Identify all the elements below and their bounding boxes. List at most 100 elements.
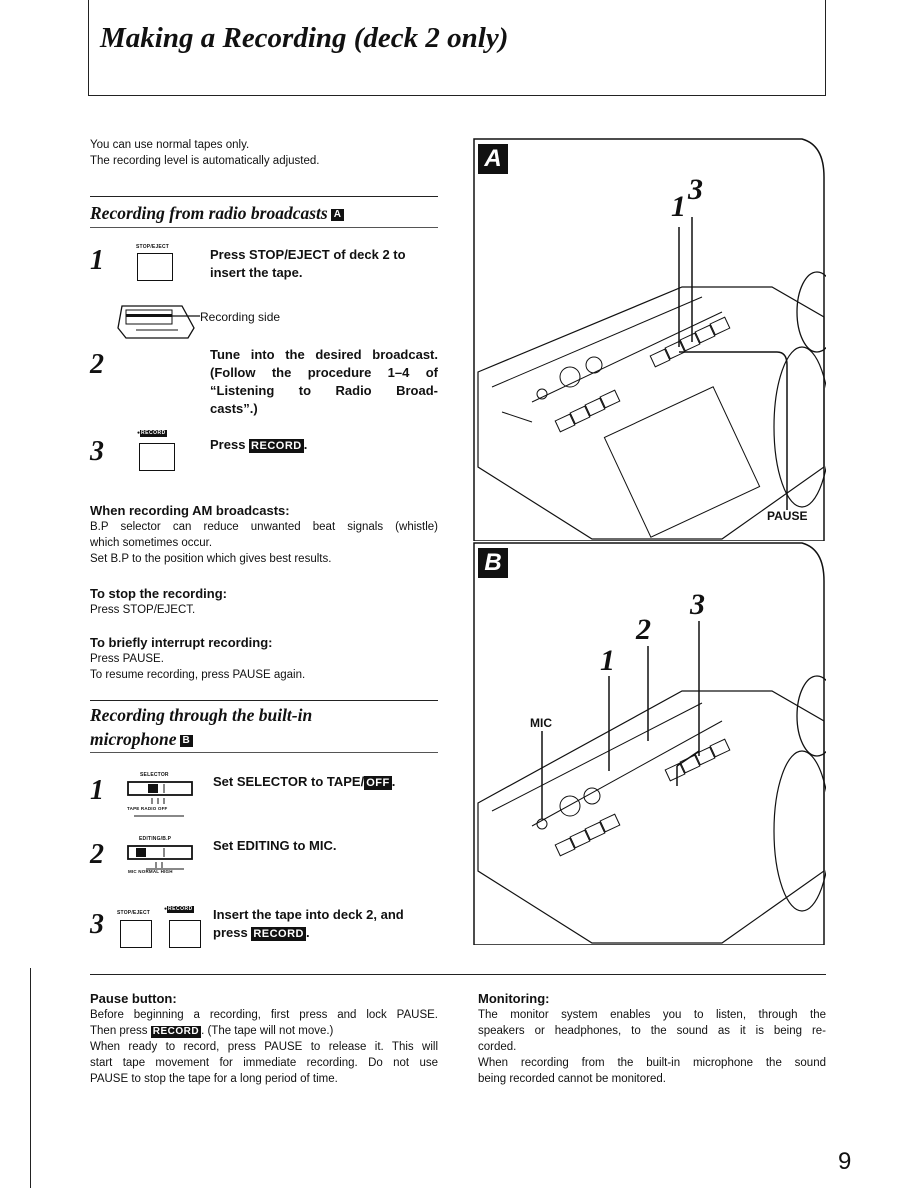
switch-label: EDITING/B.P — [139, 836, 172, 842]
step-text: Set SELECTOR to TAPE/OFF. — [213, 773, 395, 791]
record-key-label: RECORD — [251, 927, 306, 941]
note-line: When recording from the built-in microph… — [478, 1057, 826, 1069]
step-line: (Follow the procedure 1–4 of — [210, 365, 438, 380]
step-text-prefix: Press — [210, 437, 246, 452]
section-rule — [90, 227, 438, 228]
record-button[interactable] — [139, 443, 175, 471]
stop-eject-button[interactable] — [120, 920, 152, 948]
note-line: start tape movement for immediate record… — [90, 1057, 438, 1069]
note-line: PAUSE to stop the tape for a long period… — [90, 1073, 338, 1085]
step-text-suffix: . — [303, 437, 308, 452]
am-note: When recording AM broadcasts: B.P select… — [90, 502, 438, 567]
section-heading-text: microphone — [90, 729, 177, 749]
note-line: Press PAUSE. — [90, 653, 164, 665]
step-text-prefix: Set SELECTOR to TAPE/ — [213, 774, 365, 789]
switch-label: SELECTOR — [140, 772, 169, 778]
step-number: 3 — [90, 436, 104, 467]
monitoring-note: Monitoring: The monitor system enables y… — [478, 990, 826, 1087]
section-rule — [90, 700, 438, 701]
margin-rule — [30, 968, 31, 1188]
pause-label: PAUSE — [767, 509, 808, 523]
callout-number: 3 — [690, 588, 705, 621]
step-text: Set EDITING to MIC. — [213, 838, 337, 853]
figure-b-illustration — [473, 542, 826, 945]
note-heading: Pause button: — [90, 991, 177, 1006]
step-text-suffix: . — [306, 925, 310, 940]
step-text: Press STOP/EJECT of deck 2 to insert the… — [210, 246, 406, 282]
button-label: ●RECORD — [137, 430, 167, 437]
note-heading: Monitoring: — [478, 991, 550, 1006]
record-key-label: RECORD — [249, 439, 304, 453]
figure-b-label: B — [478, 548, 508, 578]
cassette-icon — [117, 305, 200, 339]
intro-line: The recording level is automatically adj… — [90, 155, 320, 167]
figure-badge: A — [330, 209, 344, 221]
section-heading-text: Recording from radio broadcasts — [90, 203, 328, 223]
note-line: When ready to record, press PAUSE to rel… — [90, 1041, 438, 1053]
editing-switch[interactable] — [126, 844, 196, 874]
intro: You can use normal tapes only. The recor… — [90, 137, 319, 169]
note-line: Before beginning a recording, first pres… — [90, 1009, 438, 1021]
step-number: 2 — [90, 349, 104, 380]
selector-switch[interactable] — [126, 780, 196, 820]
page-number: 9 — [838, 1148, 852, 1175]
step-text: Press RECORD. — [210, 436, 307, 454]
step-text-suffix: . — [391, 774, 396, 789]
note-line: Press STOP/EJECT. — [90, 604, 196, 616]
switch-positions: MIC NORMAL HIGH — [128, 869, 173, 874]
figure-a-label: A — [478, 144, 508, 174]
note-line: The monitor system enables you to listen… — [478, 1009, 826, 1021]
note-line: speakers or headphones, to the sound as … — [478, 1025, 826, 1037]
note-line: B.P selector can reduce unwanted beat si… — [90, 521, 438, 533]
record-button[interactable] — [169, 920, 201, 948]
step-line: Insert the tape into deck 2, and — [213, 907, 404, 922]
section-heading-text: Recording through the built-in — [90, 705, 313, 725]
note-line: To resume recording, press PAUSE again. — [90, 669, 306, 681]
step-number: 1 — [90, 775, 104, 806]
callout-number: 1 — [600, 644, 615, 677]
note-text: Then press — [90, 1025, 148, 1037]
step-number: 3 — [90, 909, 104, 940]
intro-line: You can use normal tapes only. — [90, 139, 250, 151]
note-heading: To briefly interrupt recording: — [90, 635, 273, 650]
note-heading: To stop the recording: — [90, 586, 227, 601]
step-line: insert the tape. — [210, 265, 303, 280]
mic-label: MIC — [530, 716, 552, 730]
step-text-prefix: press — [213, 925, 248, 940]
interrupt-note: To briefly interrupt recording: Press PA… — [90, 634, 305, 683]
section-rule — [90, 196, 438, 197]
stop-eject-button[interactable] — [137, 253, 173, 281]
note-text: . (The tape will not move.) — [201, 1025, 334, 1037]
switch-positions: TAPE RADIO OFF — [127, 806, 168, 811]
button-label: STOP/EJECT — [117, 910, 151, 916]
title-box — [88, 0, 826, 96]
section-heading-mic: Recording through the built-in microphon… — [90, 703, 312, 751]
step-text: Tune into the desired broadcast. (Follow… — [210, 346, 438, 418]
step-line: “Listening to Radio Broad- — [210, 383, 438, 398]
step-text: Insert the tape into deck 2, and press R… — [213, 906, 404, 942]
section-rule — [90, 974, 826, 975]
button-label: STOP/EJECT — [136, 244, 170, 250]
button-label: ●RECORD — [164, 906, 194, 913]
figure-badge: B — [179, 735, 193, 747]
section-rule — [90, 752, 438, 753]
callout-number: 3 — [688, 173, 703, 206]
off-key-label: OFF — [364, 776, 392, 790]
step-number: 2 — [90, 839, 104, 870]
page-title: Making a Recording (deck 2 only) — [100, 22, 509, 54]
recording-side-label: Recording side — [200, 310, 281, 324]
note-line: corded. — [478, 1041, 517, 1053]
note-line: which sometimes occur. — [90, 537, 213, 549]
stop-note: To stop the recording: Press STOP/EJECT. — [90, 585, 227, 618]
callout-number: 1 — [671, 190, 686, 223]
step-line: casts”.) — [210, 401, 258, 416]
note-heading: When recording AM broadcasts: — [90, 503, 290, 518]
figure-a-illustration — [473, 138, 826, 541]
step-line: Press STOP/EJECT of deck 2 to — [210, 247, 406, 262]
note-line: Set B.P to the position which gives best… — [90, 553, 332, 565]
pause-note: Pause button: Before beginning a recordi… — [90, 990, 438, 1087]
step-line: Tune into the desired broadcast. — [210, 347, 438, 362]
note-line: being recorded cannot be monitored. — [478, 1073, 666, 1085]
step-number: 1 — [90, 245, 104, 276]
